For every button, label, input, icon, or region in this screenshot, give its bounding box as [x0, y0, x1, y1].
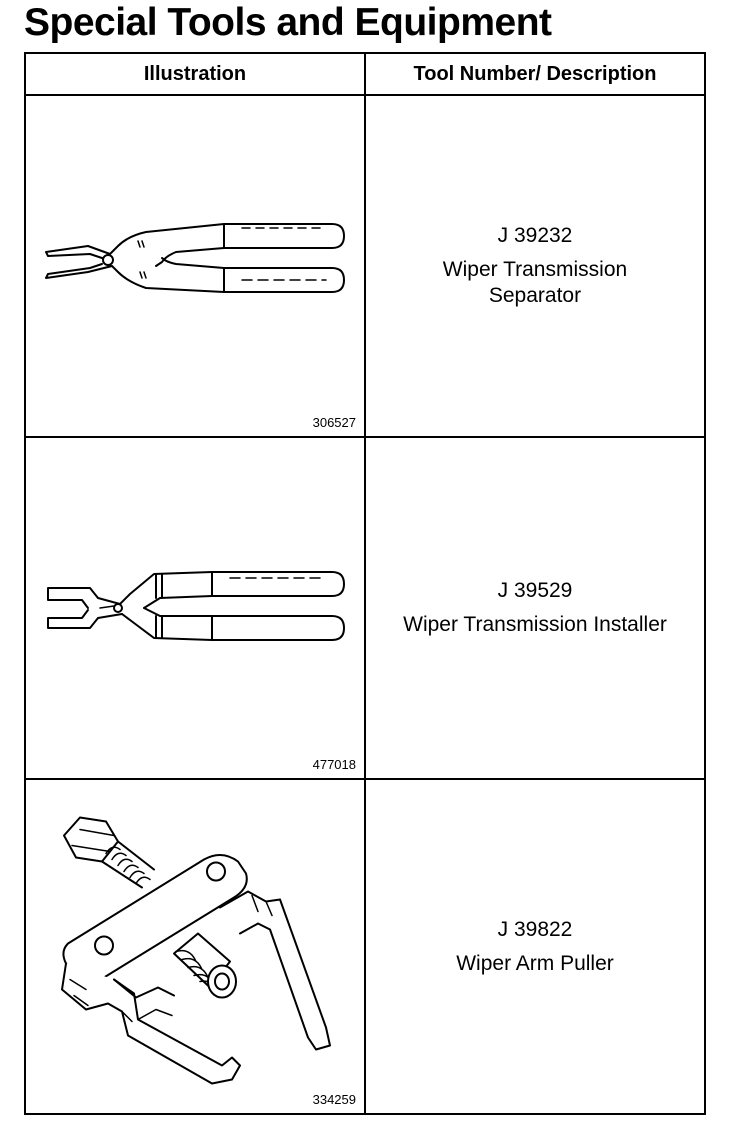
tool-description: Wiper Transmission Installer [403, 613, 667, 636]
tool-number: J 39822 [497, 917, 573, 941]
tool-description: Wiper Arm Puller [456, 951, 614, 975]
table-row: 334259 J 39822 Wiper Arm Puller [26, 780, 704, 1113]
table-row: 306527 J 39232 Wiper Transmission Separa… [26, 96, 704, 438]
tool-number: J 39529 [497, 579, 573, 602]
separator-pliers-icon [45, 223, 345, 293]
figure-number: 306527 [312, 415, 356, 430]
column-divider [364, 54, 366, 1113]
tool-description-cell: J 39232 Wiper Transmission Separator [366, 96, 704, 436]
tool-description-cell: J 39529 Wiper Transmission Installer [366, 438, 704, 778]
header-illustration: Illustration [143, 63, 247, 85]
installer-pliers-icon [47, 571, 345, 641]
arm-puller-icon [61, 816, 331, 1085]
tool-number: J 39232 [497, 224, 573, 247]
special-tools-table: Illustration Tool Number/ Description [24, 52, 706, 1115]
figure-number: 334259 [312, 1092, 356, 1107]
illustration-cell: 477018 [26, 438, 364, 778]
header-tool-description: Tool Number/ Description [413, 63, 657, 85]
figure-number: 477018 [312, 757, 356, 772]
illustration-cell: 306527 [26, 96, 364, 436]
page-title: Special Tools and Equipment [24, 1, 552, 44]
tool-description-cell: J 39822 Wiper Arm Puller [366, 780, 704, 1113]
tool-description: Wiper Transmission Separator [442, 258, 628, 307]
illustration-cell: 334259 [26, 780, 364, 1113]
